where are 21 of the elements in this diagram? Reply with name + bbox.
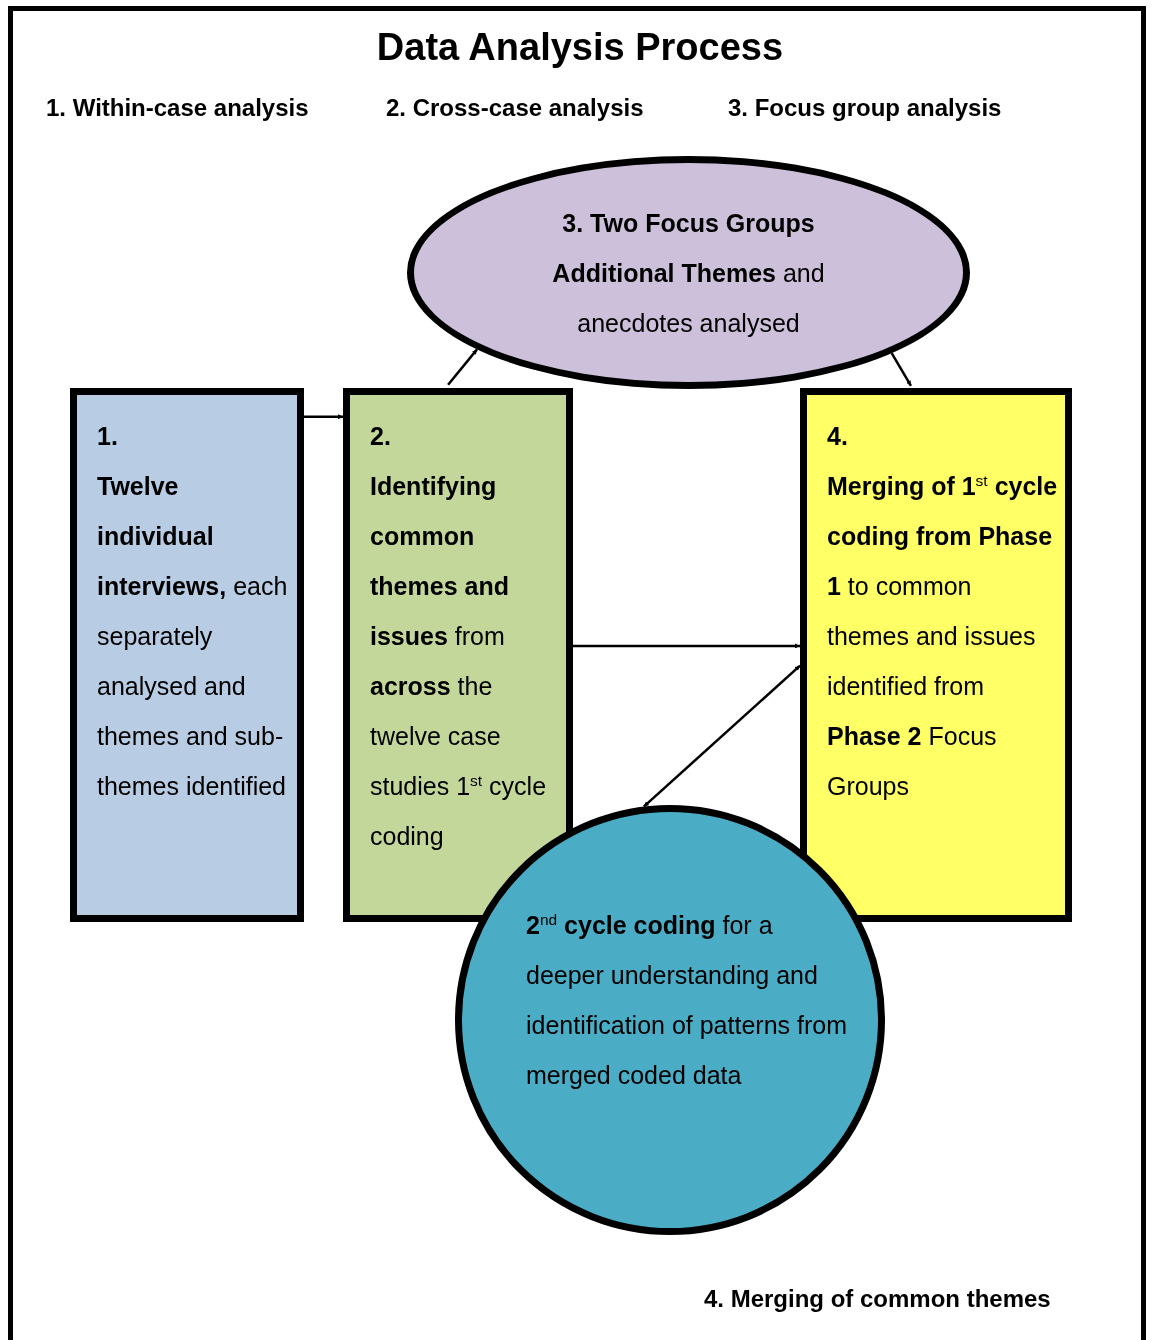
- step-text: 2$^{nd}$ cycle coding for a deeper understanding and identification of patterns from merged coded data: [526, 909, 848, 1091]
- phase-label: 3. Focus group analysis: [728, 94, 1002, 122]
- step-heading: 3. Two Focus Groups: [562, 207, 815, 239]
- title: Data Analysis Process: [375, 26, 785, 69]
- process-box: [800, 388, 1072, 922]
- phase-label: 4. Merging of common themes: [704, 1285, 1051, 1313]
- arrow: [573, 643, 800, 649]
- arrow: [304, 414, 343, 420]
- step-text: Twelve individual interviews, each separately analysed and themes and sub-themes identified: [97, 471, 289, 802]
- phase-label: 2. Cross-case analysis: [386, 94, 644, 122]
- step-text: Additional Themes and anecdotes analysed: [551, 257, 826, 339]
- process-box: [70, 388, 304, 922]
- arrow: [642, 664, 801, 808]
- step-heading: 2.: [370, 421, 391, 452]
- step-text: Identifying common themes and issues from across the twelve case studies 1$^{st}$ cycle coding: [370, 471, 548, 852]
- step-heading: 4.: [827, 421, 848, 452]
- step-heading: 1.: [97, 421, 118, 452]
- arrow: [447, 348, 478, 386]
- phase-label: 1. Within-case analysis: [46, 94, 309, 122]
- arrow: [890, 352, 913, 387]
- step-text: Merging of 1$^{st}$ cycle coding from Phase 1 to common themes and issues identified from Phase 2 Focus Groups: [827, 470, 1059, 802]
